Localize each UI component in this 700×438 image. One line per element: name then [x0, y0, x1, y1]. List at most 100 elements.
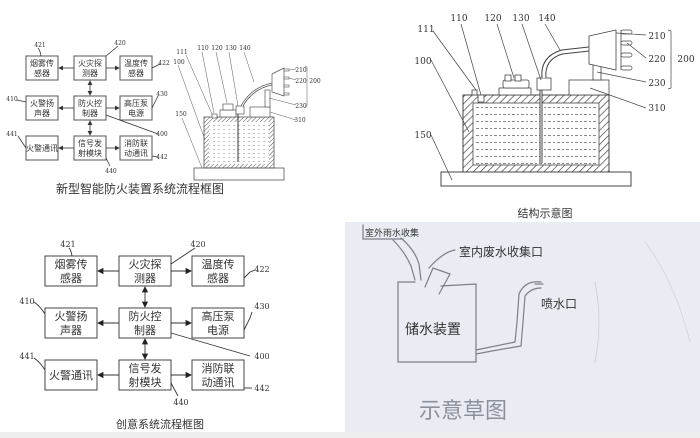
- box-alarm-speaker: [44, 307, 98, 339]
- box-temp-sensor: [119, 55, 153, 81]
- box-text: 测器: [134, 272, 156, 285]
- flowchart-large-caption: 创意系统流程框图: [116, 418, 204, 431]
- hand-sketch: 室外雨水收集 室内废水收集口 喷水口 储水装置 示意草图: [345, 222, 700, 432]
- box-text: 感器: [34, 68, 50, 78]
- box-text: 火灾探: [129, 257, 162, 271]
- nozzles-220: [620, 29, 633, 71]
- ref-label: 110: [197, 45, 209, 52]
- ref-label: 210: [295, 67, 307, 74]
- ref-label: 100: [414, 57, 431, 67]
- box-fire-detector: [73, 55, 107, 81]
- box-text: 射模块: [78, 148, 102, 158]
- nozzle-head-200: [271, 67, 285, 97]
- box-text: 火警扬: [30, 98, 54, 108]
- structure-small: 111 110 120 130 140 100 150 210 220 230 …: [172, 40, 332, 190]
- ref-label: 200: [309, 78, 321, 85]
- box-text: 动通讯: [202, 376, 235, 389]
- spray-pipe: [475, 281, 542, 351]
- ref-label: 111: [176, 49, 187, 56]
- ref-label: 430: [156, 91, 168, 98]
- structure-large-caption: 结构示意图: [517, 207, 573, 220]
- ref-label: 120: [484, 14, 501, 24]
- ref-label: 400: [156, 131, 168, 138]
- outdoor-label-box: [362, 224, 404, 240]
- structure-large-svg: 111 110 120 130 140 100 150 210 220 230 …: [414, 14, 695, 187]
- box-text: 信号发: [129, 361, 162, 375]
- box-text: 信号发: [78, 138, 102, 148]
- pump-120: [219, 109, 237, 118]
- ref-label: 150: [175, 111, 187, 118]
- ref-label: 422: [254, 265, 269, 274]
- ref-label: 440: [105, 168, 117, 175]
- sketch-indoor-label: 室内废水收集口: [459, 244, 543, 259]
- box-text: 温度传: [202, 257, 235, 271]
- outdoor-pipe: [392, 239, 416, 281]
- box-text: 感器: [207, 272, 229, 285]
- box-text: 火灾探: [78, 58, 102, 68]
- ref-label: 441: [19, 352, 34, 361]
- ref-label: 150: [414, 131, 431, 141]
- flowchart-small: 烟雾传 感器 火灾探 测器 温度传 感器 火警扬 声器 防火控 制器 高压泵 电…: [0, 30, 180, 180]
- ref-label: 130: [512, 14, 529, 24]
- ref-label: 140: [538, 14, 555, 24]
- ref-label: 430: [254, 302, 269, 311]
- ref-label: 220: [648, 55, 665, 65]
- box-text: 制器: [82, 108, 98, 118]
- box-310: [249, 106, 271, 118]
- ref-label: 220: [295, 78, 307, 85]
- box-fire-controller: [118, 307, 172, 339]
- ref-label: 110: [450, 14, 467, 24]
- box-text: 测器: [82, 69, 98, 78]
- box-temp-sensor: [191, 255, 245, 287]
- box-linkage-comm: [191, 359, 245, 391]
- box-alarm-speaker: [25, 95, 59, 121]
- valve-130: [536, 77, 552, 91]
- pump-platform: [498, 87, 532, 96]
- sensor-110: [211, 113, 218, 119]
- ref-label: 422: [158, 60, 170, 67]
- hose-140: [541, 46, 590, 79]
- base-150: [440, 171, 632, 187]
- box-pump-power: [119, 95, 153, 121]
- ref-label: 442: [156, 154, 168, 161]
- flowchart-large: 烟雾传 感器 火灾探 测器 温度传 感器 火警扬 声器 防火控 制器 高压泵 电…: [0, 230, 290, 438]
- ref-label: 400: [254, 352, 269, 361]
- box-text: 高压泵: [124, 98, 148, 108]
- box-alarm-comm: [25, 135, 59, 161]
- indoor-inlet: [424, 267, 451, 295]
- box-text: 射模块: [129, 375, 162, 389]
- ref-label: 210: [648, 32, 665, 42]
- ref-label: 420: [114, 40, 126, 47]
- box-text: 电源: [207, 323, 229, 337]
- box-fire-controller: [73, 95, 107, 121]
- ref-label: 442: [254, 384, 269, 393]
- structure-small-svg: 111 110 120 130 140 100 150 210 220 230 …: [173, 45, 321, 181]
- ref-label: 421: [60, 240, 75, 249]
- box-text: 火警通讯: [49, 368, 93, 382]
- sensor-110: [477, 94, 485, 103]
- pump-120: [502, 74, 530, 89]
- box-text: 感器: [128, 68, 144, 78]
- box-text: 电源: [128, 108, 144, 118]
- box-text: 制器: [134, 324, 156, 337]
- ref-label: 200: [677, 55, 694, 65]
- ref-label: 441: [6, 131, 17, 138]
- box-text: 动通讯: [124, 148, 148, 158]
- box-text: 高压泵: [202, 309, 235, 323]
- box-text: 火警通讯: [26, 143, 58, 153]
- flowchart-small-caption: 新型智能防火装置系统流程框图: [55, 182, 224, 196]
- ref-label: 130: [225, 45, 237, 52]
- ref-label: 421: [34, 42, 45, 49]
- box-text: 感器: [60, 272, 82, 285]
- sketch-spray-label: 喷水口: [541, 297, 577, 311]
- box-text: 温度传: [124, 58, 148, 68]
- box-text: 消防联: [124, 138, 148, 148]
- box-linkage-comm: [119, 135, 153, 161]
- ref-label: 410: [6, 96, 18, 103]
- ref-label: 120: [211, 45, 223, 52]
- box-text: 防火控: [129, 309, 162, 323]
- box-text: 消防联: [202, 361, 235, 375]
- nozzle-head-200: [588, 29, 617, 71]
- flowchart-small-svg: 烟雾传 感器 火灾探 测器 温度传 感器 火警扬 声器 防火控 制器 高压泵 电…: [6, 40, 170, 175]
- ref-label: 420: [190, 240, 205, 249]
